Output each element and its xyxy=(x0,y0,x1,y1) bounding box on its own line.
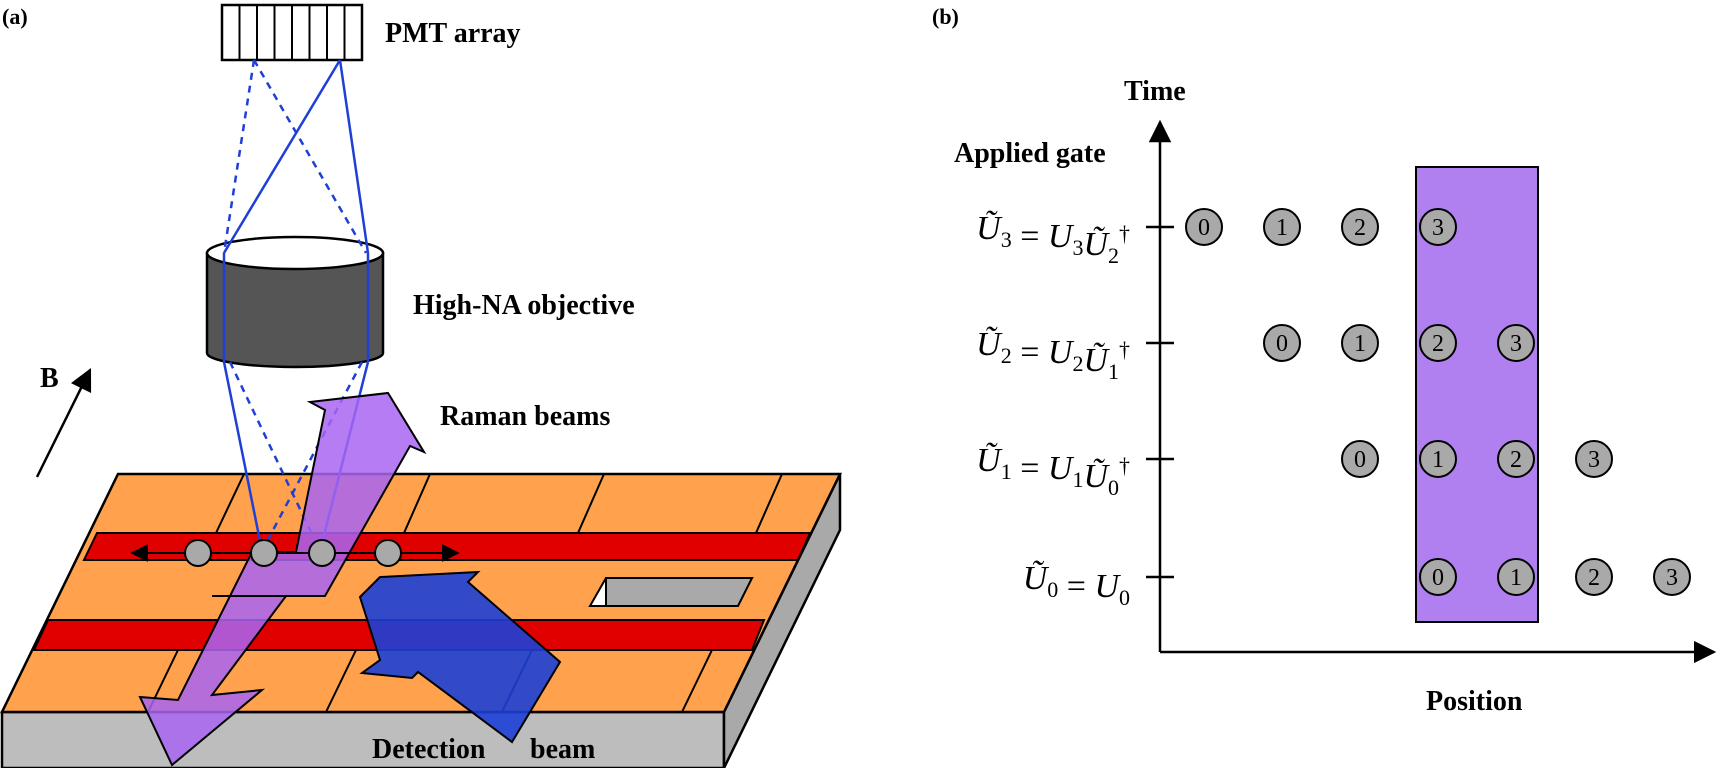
gate-rows: Ũ3 = U3Ũ2† 0 1 2 3 Ũ2 = U2Ũ1† 0 1 2 3 Ũ1 = U1Ũ0† 0 1… xyxy=(976,208,1691,610)
ion-node xyxy=(1185,208,1223,246)
ion-label: 0 xyxy=(1354,447,1366,473)
magnetic-field-arrow-icon xyxy=(35,367,92,478)
panel-b-label: (b) xyxy=(932,4,959,29)
ion-node xyxy=(1341,324,1379,362)
objective-label: High-NA objective xyxy=(413,290,635,321)
ion-label: 2 xyxy=(1510,447,1522,473)
ion-label: 3 xyxy=(1510,331,1522,357)
ion-node xyxy=(1575,440,1613,478)
time-axis-label: Time xyxy=(1124,76,1186,107)
gate-equation: Ũ1 = U1Ũ0† xyxy=(976,442,1130,500)
ion-label: 0 xyxy=(1432,565,1444,591)
ion-label: 0 xyxy=(1198,215,1210,241)
ion-label: 1 xyxy=(1354,331,1366,357)
ion-chain xyxy=(130,539,460,567)
detection-beam xyxy=(358,570,562,744)
ion-node xyxy=(1575,558,1613,596)
ion-node xyxy=(1341,440,1379,478)
detection-beam-label-1: Detection xyxy=(372,734,486,765)
panel-a-trap-setup: (a) PMT array High-NA objective xyxy=(0,3,842,768)
ion-node xyxy=(1263,324,1301,362)
ion-node xyxy=(1419,324,1457,362)
ion-node xyxy=(1497,324,1535,362)
panel-a-label: (a) xyxy=(2,4,28,29)
ion-label: 3 xyxy=(1588,447,1600,473)
magnetic-field-label: B xyxy=(40,363,59,394)
position-axis-label: Position xyxy=(1426,686,1523,717)
ion-node xyxy=(1419,558,1457,596)
pmt-array-label: PMT array xyxy=(385,18,521,49)
raman-beams-label: Raman beams xyxy=(440,401,610,432)
gate-row: Ũ1 = U1Ũ0† 0 1 2 3 xyxy=(976,440,1613,500)
ion-label: 3 xyxy=(1666,565,1678,591)
gate-row: Ũ0 = U0 0 1 2 3 xyxy=(1023,558,1691,610)
ion-label: 2 xyxy=(1432,331,1444,357)
ion-node xyxy=(1497,440,1535,478)
ion-label: 2 xyxy=(1588,565,1600,591)
ion-node xyxy=(1263,208,1301,246)
ion-node xyxy=(1419,440,1457,478)
ion-node xyxy=(1653,558,1691,596)
ion-label: 1 xyxy=(1276,215,1288,241)
detection-beam-label-2: beam xyxy=(530,734,595,765)
gate-equation: Ũ3 = U3Ũ2† xyxy=(976,210,1130,268)
ion-label: 1 xyxy=(1432,447,1444,473)
gate-equation: Ũ0 = U0 xyxy=(1023,560,1130,610)
pmt-array-icon xyxy=(220,3,364,62)
gate-row: Ũ3 = U3Ũ2† 0 1 2 3 xyxy=(976,208,1457,268)
gate-row: Ũ2 = U2Ũ1† 0 1 2 3 xyxy=(976,324,1535,384)
ion-node xyxy=(1419,208,1457,246)
ion-label: 1 xyxy=(1510,565,1522,591)
ion-label: 0 xyxy=(1276,331,1288,357)
objective-lens-icon xyxy=(205,235,385,369)
gate-header: Applied gate xyxy=(954,138,1106,169)
ion-node xyxy=(1341,208,1379,246)
ion-node xyxy=(1497,558,1535,596)
gate-equation: Ũ2 = U2Ũ1† xyxy=(976,326,1130,384)
ion-label: 3 xyxy=(1432,215,1444,241)
ion-label: 2 xyxy=(1354,215,1366,241)
panel-b-gate-schedule: (b) Time Position Applied gate Ũ3 = U3Ũ2… xyxy=(932,4,1717,717)
